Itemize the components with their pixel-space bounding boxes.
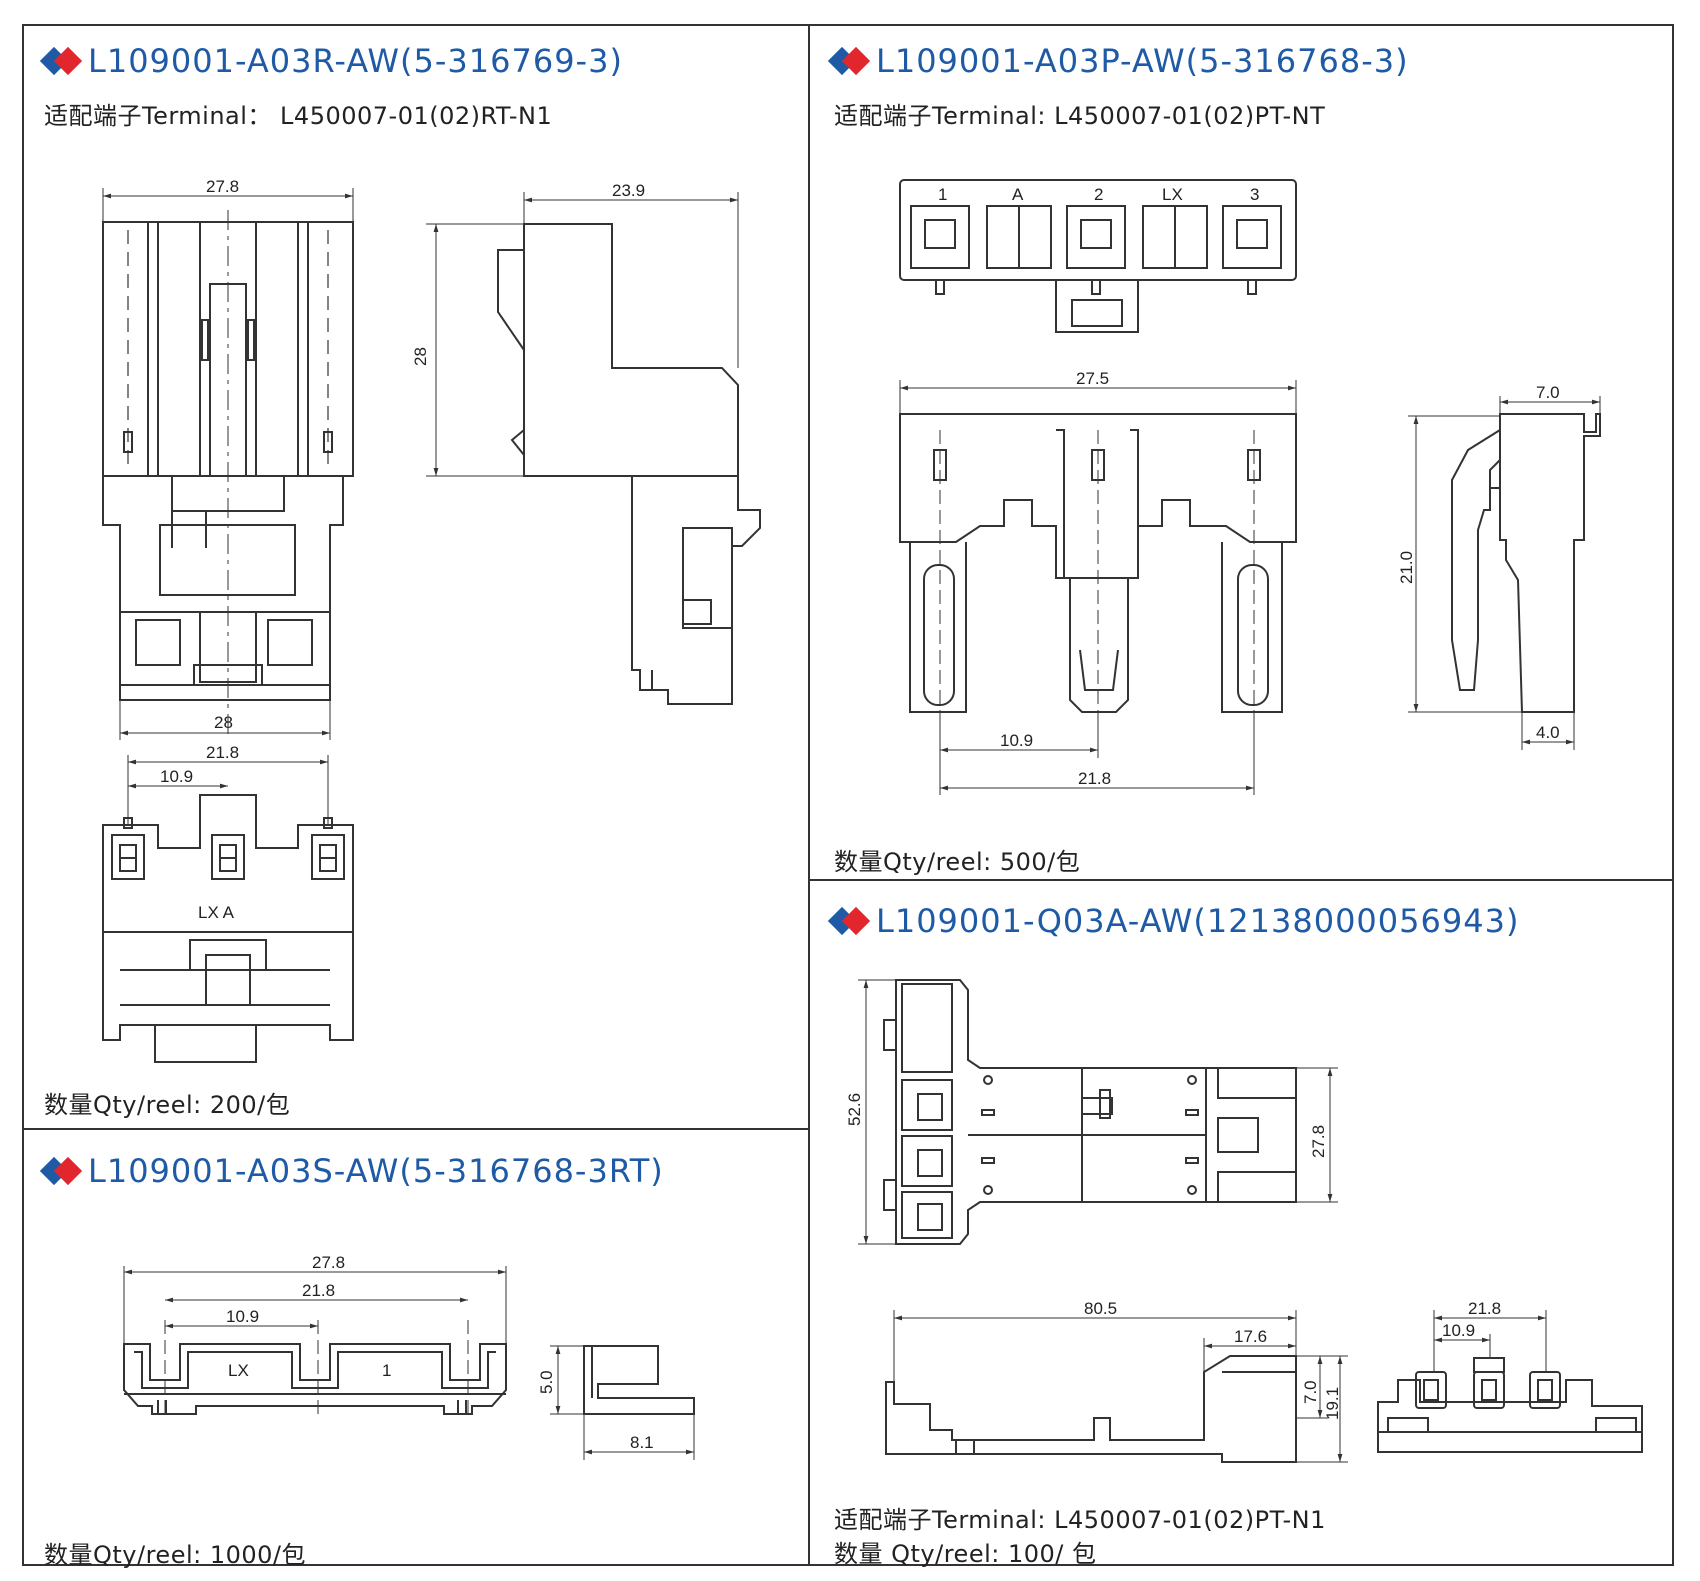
panel-a03r-terminal: 适配端子Terminal： L450007-01(02)RT-N1 (44, 102, 553, 130)
panel-q03a-terminal: 适配端子Terminal: L450007-01(02)PT-N1 (834, 1506, 1326, 1534)
dim-a03s-pitch-span: 21.8 (302, 1281, 335, 1300)
dim-a03r-bottom-width: 28 (214, 713, 233, 732)
a03p-side-dimension-lines (1408, 396, 1601, 750)
dim-q03a-step: 17.6 (1234, 1327, 1267, 1346)
left-horizontal-divider (22, 1128, 810, 1130)
q03a-top-view (883, 979, 1297, 1245)
a03p-mark-a: A (1012, 185, 1024, 204)
a03r-front-view (102, 210, 354, 735)
right-horizontal-divider (808, 879, 1674, 881)
panel-q03a-qty: 数量 Qty/reel: 100/ 包 (834, 1540, 1097, 1568)
dim-a03p-height: 21.0 (1397, 551, 1416, 584)
panel-a03p-qty: 数量Qty/reel: 500/包 (834, 848, 1081, 876)
a03r-mark: LX A (198, 903, 235, 922)
dim-a03s-pitch: 10.9 (226, 1307, 259, 1326)
panel-a03r-title: L109001-A03R-AW(5-316769-3) (39, 42, 623, 80)
dim-a03p-pitch: 10.9 (1000, 731, 1033, 750)
dim-q03a-h2: 19.1 (1323, 1387, 1342, 1420)
dim-a03r-pitch-span: 21.8 (206, 743, 239, 762)
a03r-side-view (497, 223, 761, 705)
a03r-dimension-lines (102, 188, 354, 825)
a03s-side-dimension-lines (550, 1345, 695, 1460)
dim-a03r-side-height: 28 (411, 347, 430, 366)
dim-a03r-side-width: 23.9 (612, 181, 645, 200)
a03s-mark-1: 1 (382, 1361, 391, 1380)
dim-a03r-top-width: 27.8 (206, 177, 239, 196)
a03p-front-view (899, 413, 1297, 713)
dimension-labels: 27.8 23.9 28 28 21.8 10.9 LX A 1 A 2 LX … (160, 177, 1560, 1452)
panel-a03r-qty: 数量Qty/reel: 200/包 (44, 1091, 291, 1119)
drawing-frame (22, 24, 1674, 1566)
a03s-dimension-lines (123, 1266, 507, 1344)
panel-a03s-qty: 数量Qty/reel: 1000/包 (44, 1541, 307, 1569)
dim-a03s-depth: 8.1 (630, 1433, 654, 1452)
dim-a03s-width: 27.8 (312, 1253, 345, 1272)
dim-a03p-pitch-span: 21.8 (1078, 769, 1111, 788)
dim-a03r-pitch: 10.9 (160, 767, 193, 786)
panel-a03p-terminal: 适配端子Terminal: L450007-01(02)PT-NT (834, 102, 1326, 130)
dim-a03p-side-width: 7.0 (1536, 383, 1560, 402)
q03a-top-dimension-lines (858, 979, 1338, 1245)
a03s-side-view (583, 1345, 695, 1415)
dim-q03a-h1: 7.0 (1301, 1380, 1320, 1404)
a03r-bottom-view (102, 794, 354, 1063)
a03p-dimension-lines (899, 380, 1297, 795)
panel-a03p-title: L109001-A03P-AW(5-316768-3) (827, 42, 1409, 80)
a03p-mark-2: 2 (1094, 185, 1103, 204)
a03s-mark-lx: LX (228, 1361, 249, 1380)
q03a-end-view (1377, 1357, 1643, 1453)
dim-a03p-tab: 4.0 (1536, 723, 1560, 742)
dim-q03a-length: 80.5 (1084, 1299, 1117, 1318)
panel-q03a-title: L109001-Q03A-AW(12138000056943) (827, 902, 1519, 940)
dim-a03p-width: 27.5 (1076, 369, 1109, 388)
q03a-side-dimension-lines (893, 1310, 1348, 1463)
a03r-side-dimension-lines (426, 192, 739, 477)
vertical-divider (808, 24, 810, 1566)
dim-q03a-height: 52.6 (845, 1093, 864, 1126)
q03a-end-dimension-lines (1433, 1310, 1547, 1372)
dim-q03a-width-right: 27.8 (1309, 1125, 1328, 1158)
dim-q03a-pitch: 10.9 (1442, 1321, 1475, 1340)
a03p-side-view (1451, 413, 1601, 713)
a03p-mark-3: 3 (1250, 185, 1259, 204)
dim-q03a-pitch-span: 21.8 (1468, 1299, 1501, 1318)
q03a-side-view (885, 1355, 1297, 1463)
dim-a03s-height: 5.0 (537, 1370, 556, 1394)
a03p-top-view (899, 179, 1297, 333)
a03p-mark-1: 1 (938, 185, 947, 204)
a03p-mark-lx: LX (1162, 185, 1183, 204)
a03s-front-view (123, 1320, 507, 1420)
panel-a03s-title: L109001-A03S-AW(5-316768-3RT) (39, 1152, 664, 1190)
